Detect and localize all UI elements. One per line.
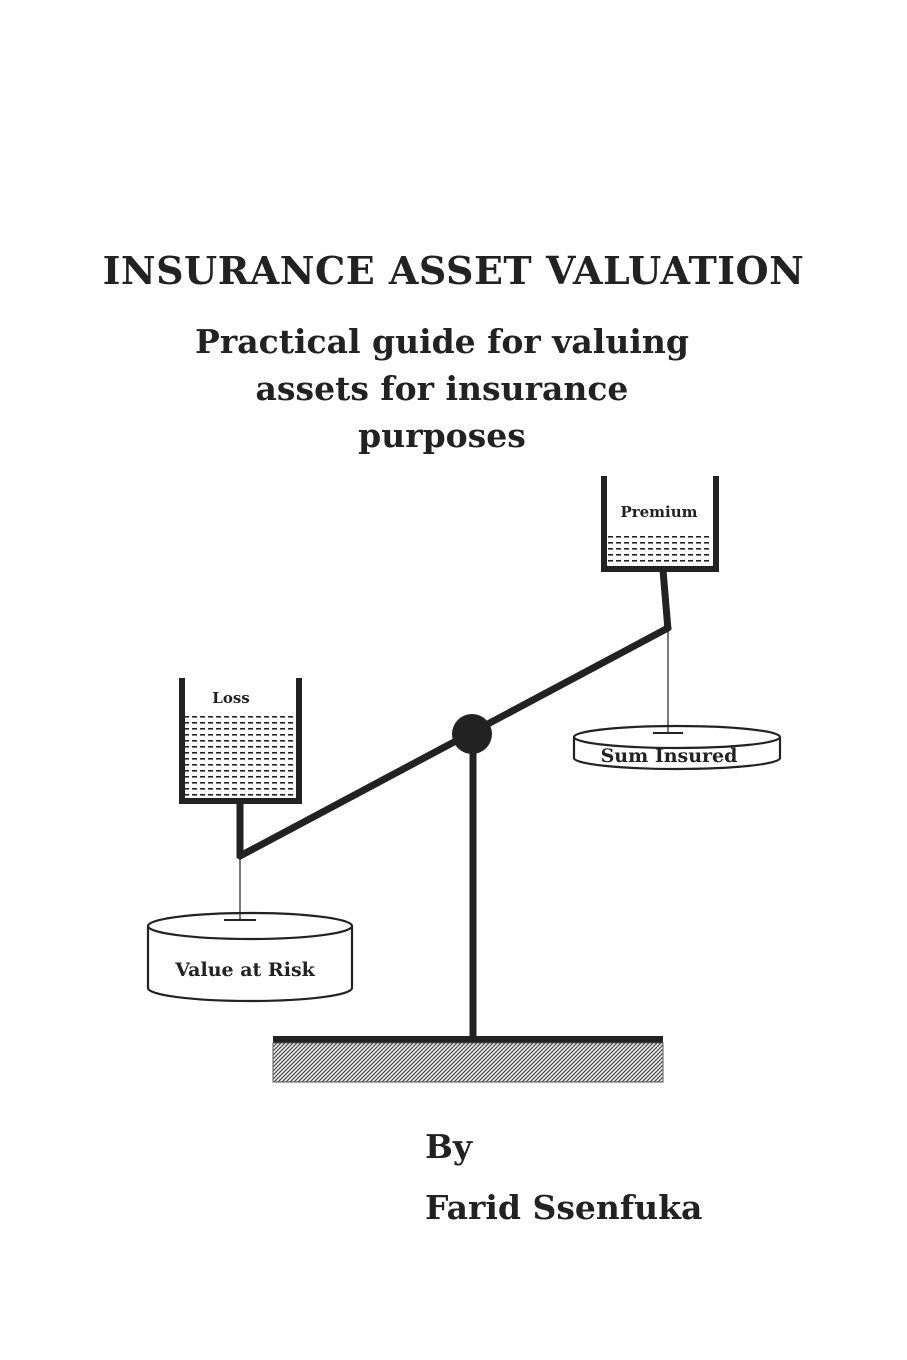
sum-insured-label: Sum Insured: [601, 745, 738, 767]
right-container-rod: [659, 569, 672, 631]
author-name: Farid Ssenfuka: [425, 1188, 703, 1227]
pivot-ball: [452, 714, 492, 754]
loss-container: Loss: [179, 678, 302, 804]
loss-label: Loss: [212, 689, 249, 707]
subtitle-line-1: Practical guide for valuing: [195, 322, 689, 361]
value-at-risk-label: Value at Risk: [174, 959, 315, 981]
subtitle-line-2: assets for insurance: [255, 369, 629, 408]
premium-container: Premium: [601, 476, 719, 572]
premium-label: Premium: [620, 503, 697, 521]
by-label: By: [425, 1127, 473, 1166]
sum-insured-pan: Sum Insured: [572, 724, 782, 771]
book-title: INSURANCE ASSET VALUATION: [102, 248, 805, 293]
scale-base: [272, 1036, 664, 1083]
subtitle-line-3: purposes: [358, 416, 526, 455]
value-at-risk-pan: Value at Risk: [146, 911, 354, 1003]
book-subtitle: Practical guide for valuing assets for i…: [0, 318, 884, 459]
